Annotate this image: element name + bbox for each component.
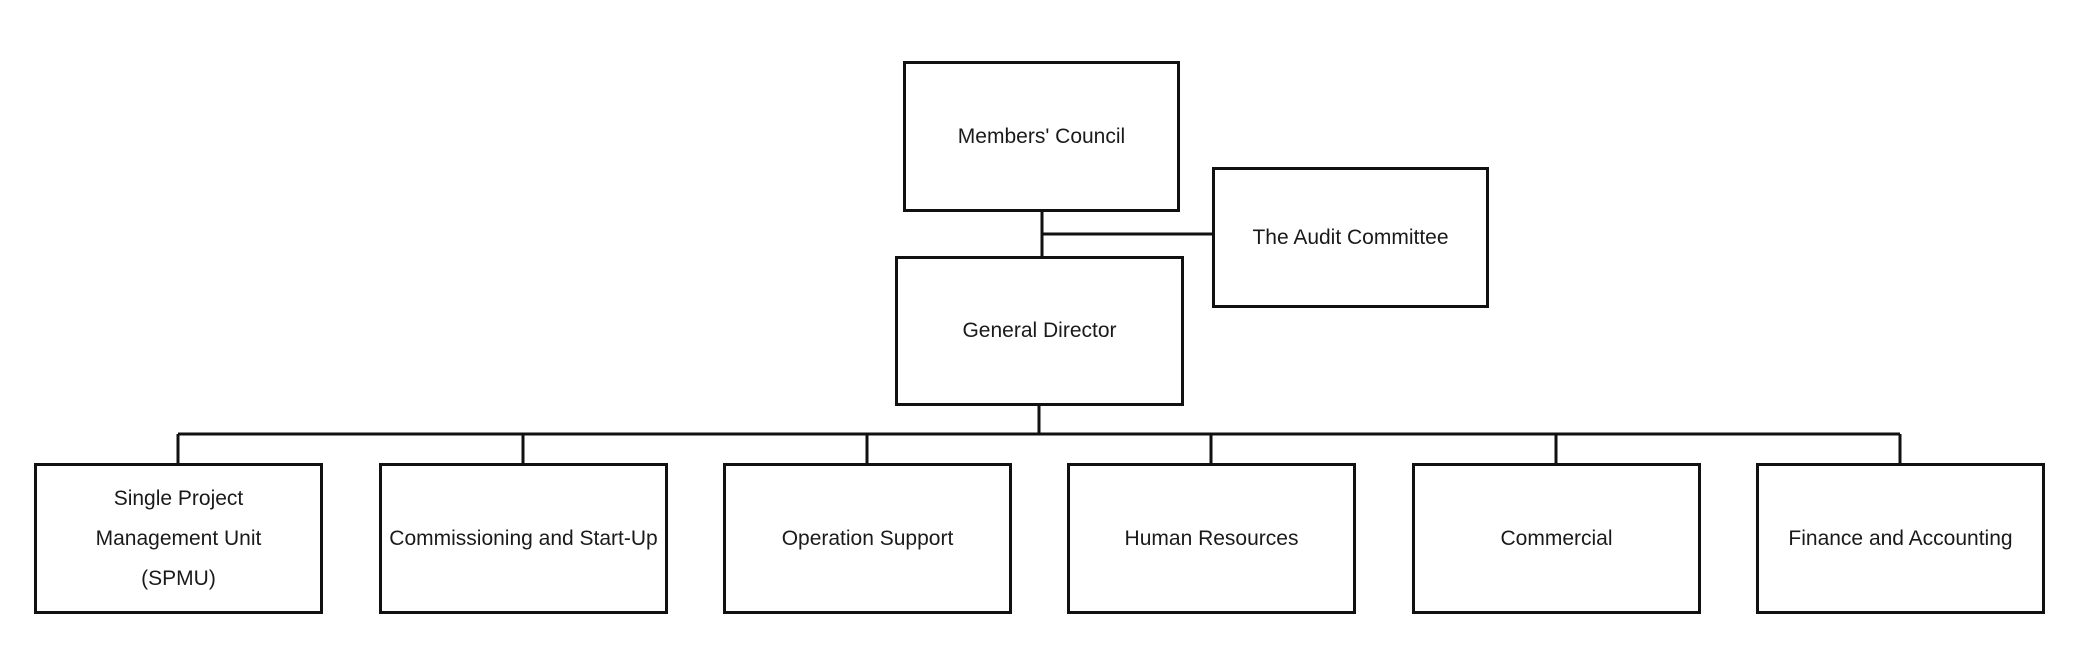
operation-support-label: Operation Support [781,526,954,550]
human-resources-box: Human Resources [1067,463,1356,614]
spmu-label-line-1: Single Project [113,486,244,510]
audit-committee-label: The Audit Committee [1252,225,1449,249]
spmu-label-line-2: Management Unit [95,526,262,550]
finance-accounting-label: Finance and Accounting [1788,526,2013,550]
commissioning-label: Commissioning and Start-Up [389,526,658,550]
members-council-label: Members' Council [957,124,1126,148]
finance-accounting-box: Finance and Accounting [1756,463,2045,614]
spmu-box: Single Project Management Unit (SPMU) [34,463,323,614]
commissioning-box: Commissioning and Start-Up [379,463,668,614]
commercial-label: Commercial [1500,526,1613,550]
human-resources-label: Human Resources [1124,526,1299,550]
audit-committee-box: The Audit Committee [1212,167,1489,308]
spmu-label: Single Project Management Unit (SPMU) [96,479,262,599]
general-director-box: General Director [895,256,1184,406]
commercial-box: Commercial [1412,463,1701,614]
members-council-box: Members' Council [903,61,1180,212]
operation-support-box: Operation Support [723,463,1012,614]
spmu-label-line-3: (SPMU) [141,566,216,590]
general-director-label: General Director [962,319,1117,342]
